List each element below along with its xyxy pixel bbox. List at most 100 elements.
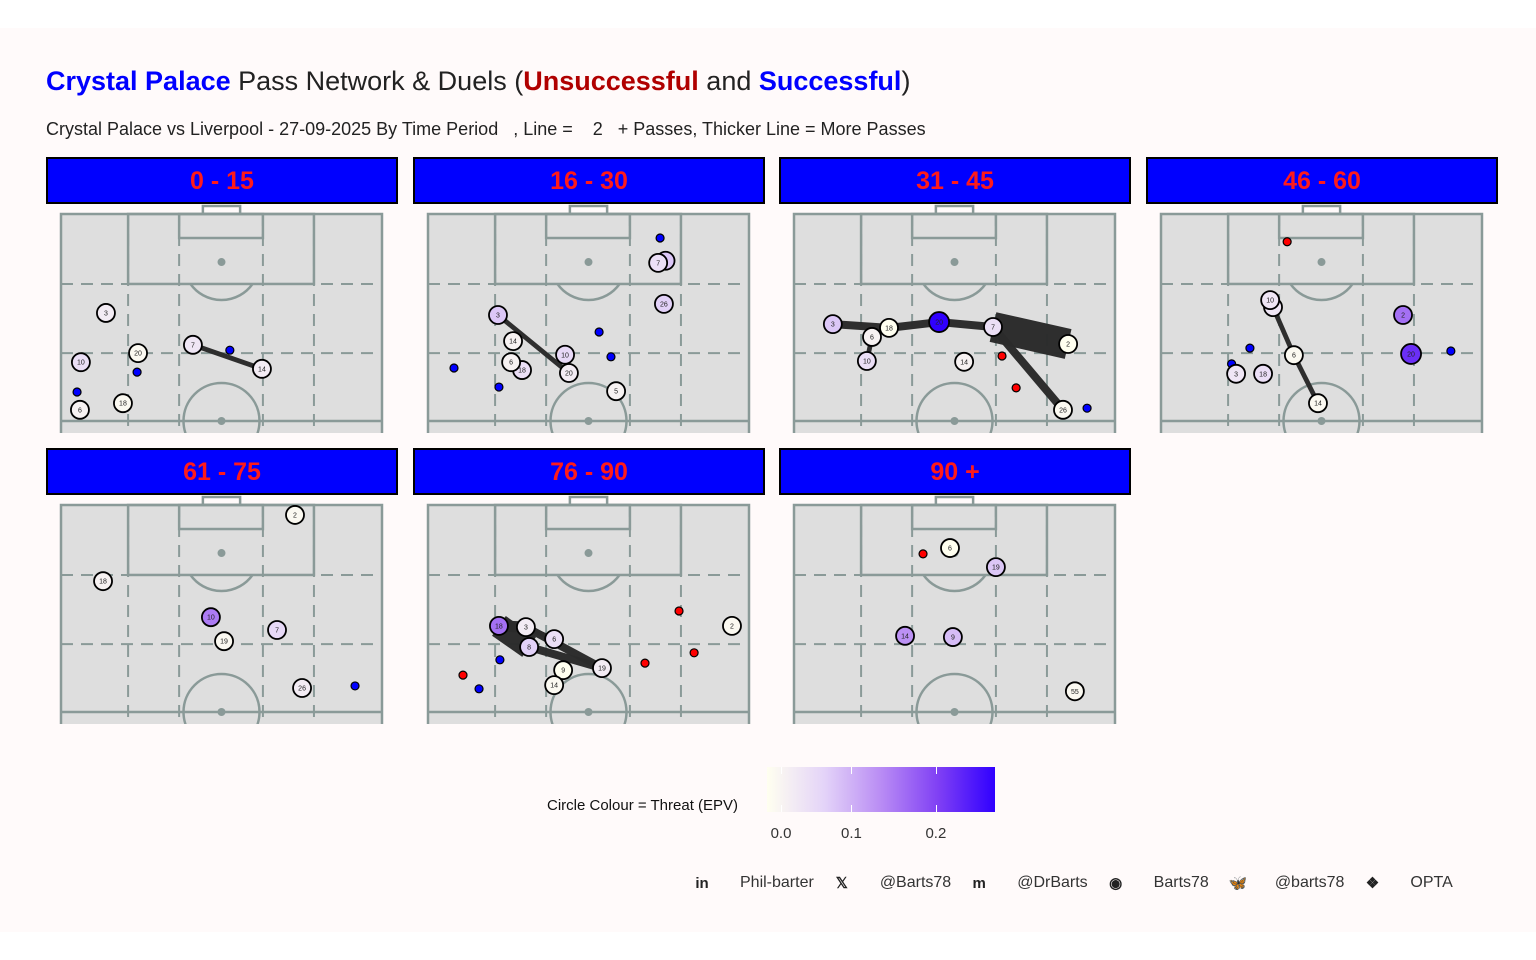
github-icon: ◉ xyxy=(1109,875,1123,892)
player-node: 6 xyxy=(940,538,960,558)
panel-46-60: 46 - 60710262031814 xyxy=(1146,157,1498,437)
pass-edge xyxy=(989,312,1072,359)
player-node: 2 xyxy=(285,505,305,525)
unsuccessful-duel-point xyxy=(689,648,699,658)
player-label: 19 xyxy=(992,565,1000,572)
player-circle xyxy=(96,303,116,323)
player-circle xyxy=(553,660,574,681)
player-circle xyxy=(559,363,579,383)
successful-duel-point xyxy=(225,345,235,355)
colorbar-tick xyxy=(851,767,853,812)
player-node: 18 xyxy=(879,317,899,338)
successful-duel-point xyxy=(606,352,616,362)
player-node: 2 xyxy=(722,615,742,636)
linkedin-icon: in xyxy=(695,874,709,892)
player-circle xyxy=(544,629,565,650)
player-label: 8 xyxy=(527,645,531,652)
player-circle xyxy=(544,675,565,695)
centre-circle xyxy=(182,672,261,724)
player-label: 7 xyxy=(656,260,660,267)
penalty-arc xyxy=(1289,283,1354,302)
player-label: 18 xyxy=(885,325,893,332)
player-circle xyxy=(113,393,133,414)
panel-title-strip: 0 - 15 xyxy=(46,157,398,204)
player-node: 6 xyxy=(70,399,90,420)
footer-handle: Barts78 xyxy=(1153,874,1209,891)
player-node: 6 xyxy=(862,327,882,347)
title-successful: Successful xyxy=(758,66,902,96)
player-circle xyxy=(940,538,960,558)
player-circle xyxy=(856,351,877,371)
penalty-arc xyxy=(189,283,254,302)
centre-spot xyxy=(584,708,593,716)
centre-circle xyxy=(915,381,994,433)
six-yard-box xyxy=(1277,212,1365,240)
player-node: 18 xyxy=(93,571,113,592)
unsuccessful-duel-point xyxy=(997,351,1007,361)
footer-handle: @DrBarts xyxy=(1017,874,1088,891)
player-node: 9 xyxy=(553,660,574,681)
penalty-arc xyxy=(556,574,621,593)
successful-duel-point xyxy=(655,233,665,243)
player-label: 14 xyxy=(901,633,909,640)
six-yard-box xyxy=(910,503,998,531)
player-node: 18 xyxy=(1253,363,1273,384)
pitch: 710262031814 xyxy=(1159,204,1484,433)
pitch-surface xyxy=(59,503,384,724)
six-yard-box xyxy=(544,503,632,531)
player-circle xyxy=(822,314,843,335)
player-node: 14 xyxy=(252,358,272,379)
panel-title-strip: 31 - 45 xyxy=(779,157,1131,204)
player-circle xyxy=(654,293,674,314)
player-circle xyxy=(71,352,91,373)
successful-duel-point xyxy=(1082,403,1092,413)
player-node: 18 xyxy=(113,393,133,414)
player-node: 18 xyxy=(489,615,509,636)
successful-duel-point xyxy=(1245,343,1255,353)
player-label: 18 xyxy=(518,368,526,375)
player-circle xyxy=(1053,399,1073,420)
unsuccessful-duel-point xyxy=(640,658,650,668)
player-node: 3 xyxy=(488,305,508,325)
player-node: 14 xyxy=(895,625,915,646)
player-label: 3 xyxy=(1234,371,1238,378)
player-label: 10 xyxy=(207,615,215,622)
centre-spot xyxy=(217,417,226,425)
player-label: 7 xyxy=(275,628,279,635)
player-node: 10 xyxy=(856,351,877,371)
player-node: 6 xyxy=(544,629,565,650)
player-label: 10 xyxy=(561,352,569,359)
player-label: 10 xyxy=(863,358,871,365)
title-unsuccessful: Unsuccessful xyxy=(523,66,699,96)
player-node: 5 xyxy=(606,381,627,402)
player-circle xyxy=(1400,343,1422,365)
six-yard-box xyxy=(910,212,998,240)
chart-subtitle: Crystal Palace vs Liverpool - 27-09-2025… xyxy=(46,119,926,139)
pitch: 272631410186205 xyxy=(426,204,751,433)
unsuccessful-duel-point xyxy=(918,549,928,559)
pass-edge xyxy=(528,643,604,672)
player-label: 5 xyxy=(614,389,618,396)
footer-handle: @Barts78 xyxy=(879,874,952,891)
player-node: 14 xyxy=(503,331,523,351)
pass-edge xyxy=(496,313,571,375)
player-circle xyxy=(1226,363,1247,384)
successful-duel-point xyxy=(594,327,604,337)
penalty-spot xyxy=(584,549,593,558)
player-label: 7 xyxy=(191,342,195,349)
chart-title: Crystal Palace Pass Network & Duels (Uns… xyxy=(46,66,910,97)
player-node: 14 xyxy=(1308,393,1328,414)
six-yard-box xyxy=(544,212,632,240)
panel-16-30: 16 - 30272631410186205 xyxy=(413,157,765,437)
footer-handle: @barts78 xyxy=(1274,874,1345,891)
player-circle xyxy=(1064,681,1085,702)
centre-circle xyxy=(182,381,261,433)
penalty-arc xyxy=(556,283,621,302)
player-node: 10 xyxy=(555,344,575,365)
player-label: 3 xyxy=(831,322,835,329)
